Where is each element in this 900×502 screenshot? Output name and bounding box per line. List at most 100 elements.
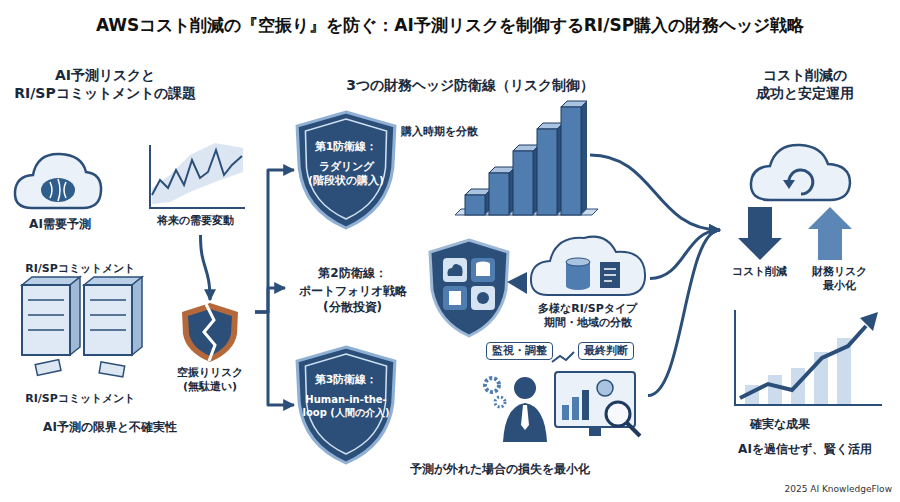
node-text: RI/SPコミットメント <box>10 262 150 276</box>
database-icon <box>566 282 590 290</box>
shield-node: 第3防衛線： Human-in-the-loop (人間の介入) <box>294 345 398 465</box>
database-icon <box>566 258 590 266</box>
monitor-bar <box>562 405 569 420</box>
diagram-node: 将来の需要変動 <box>140 140 250 235</box>
magnifier <box>606 402 630 426</box>
node-text: 確実な成果 <box>725 417 835 433</box>
chart-band <box>152 143 243 204</box>
node-text: 第1防衛線： <box>294 140 398 154</box>
stair-bar <box>561 107 581 215</box>
broken-shield <box>182 303 238 362</box>
growth-line <box>740 326 866 398</box>
diagram-node: AI需要予測 <box>10 145 110 240</box>
node-text: 多様なRI/SPタイプ 期間・地域の分散 <box>525 302 650 331</box>
server-side <box>132 277 142 355</box>
annotation-label: 予測が外れた場合の損失を最小化 <box>370 462 630 478</box>
stair-side <box>581 101 587 215</box>
node-text: 第3防衛線： <box>294 373 398 387</box>
flow-connector <box>201 235 211 300</box>
stair-bar <box>537 129 557 215</box>
stair-bar <box>513 151 533 215</box>
diagram-node: 監視・調整 最終判断 <box>478 338 648 453</box>
brain-fold <box>50 179 66 201</box>
annotation-label: AI予測の限界と不確実性 <box>5 420 215 436</box>
node-text: 将来の需要変動 <box>140 214 250 228</box>
trend-icon <box>552 352 574 362</box>
shield-outline <box>297 112 395 228</box>
cloud-icon <box>15 154 101 208</box>
growth-arrowhead <box>860 312 878 331</box>
cloud-icon <box>751 145 850 200</box>
diagram-node: 確実な成果 <box>725 305 885 435</box>
broken-shield-inner <box>188 309 232 356</box>
shield-quadrant <box>443 258 467 282</box>
diagram-node: コスト削減財務リスク 最小化 <box>720 135 880 300</box>
shield-pointer <box>507 272 527 294</box>
node-subtext: 最終判断 <box>578 342 634 360</box>
stair-bar <box>489 173 509 215</box>
flow-connector <box>648 230 720 396</box>
diagram-node: RI/SPコミットメント RI/SPコミットメント <box>10 260 150 410</box>
node-text: コスト削減 <box>720 265 798 279</box>
gear-icon <box>495 397 505 407</box>
magnifier-handle <box>627 423 640 436</box>
node-text: AI需要予測 <box>10 217 110 233</box>
brain-icon <box>41 178 75 202</box>
annotation-label: コスト削減の 成功と安定運用 <box>720 66 890 102</box>
database-glyph <box>476 264 490 276</box>
node-text: 監視・調整 <box>486 342 553 360</box>
portfolio-shield <box>430 240 508 336</box>
money-note <box>99 362 125 377</box>
server-slots <box>90 300 126 330</box>
chart-axis <box>150 145 245 208</box>
document-lines <box>604 269 616 281</box>
person-tie <box>521 405 529 430</box>
document-icon <box>600 262 620 288</box>
annotation-label: 2025 AI KnowledgeFlow <box>740 484 892 496</box>
cloud-glyph <box>448 264 463 276</box>
refresh-arrow <box>783 180 795 189</box>
flow-connector <box>255 170 294 312</box>
diagram-node: 空振りリスク (無駄遣い) <box>165 300 255 405</box>
gear-icon <box>485 378 499 392</box>
demand-line <box>152 150 242 195</box>
diagram-node: 多様なRI/SPタイプ 期間・地域の分散 <box>525 222 650 335</box>
flow-connector <box>255 312 294 405</box>
monitor <box>555 372 635 427</box>
node-text: 購入時期を分散 <box>401 125 501 139</box>
node-subtext: ラダリング (階段状の購入) <box>300 160 392 189</box>
flow-connector <box>590 155 720 230</box>
monitor-bar <box>572 397 579 420</box>
shield-crack <box>204 304 215 361</box>
node-subtext: RI/SPコミットメント <box>10 392 150 406</box>
stair-bar <box>465 195 485 215</box>
shield-quadrant <box>443 286 467 310</box>
flow-connector <box>255 288 285 312</box>
annotation-label: 3つの財務ヘッジ防衛線（リスク制御） <box>280 76 660 94</box>
person-glyph <box>477 292 489 304</box>
diagram-node: 購入時期を分散 <box>395 85 590 225</box>
diagram-title: AWSコスト削減の『空振り』を防ぐ：AI予測リスクを制御するRI/SP購入の財務… <box>0 14 900 37</box>
person-body <box>503 403 547 442</box>
server-side <box>70 277 80 355</box>
annotation-label: AI予測リスクと RI/SPコミットメントの課題 <box>10 66 200 102</box>
up-arrow <box>808 207 852 260</box>
shield-quadrant <box>471 286 495 310</box>
node-text: 第2防衛線： <box>285 266 420 282</box>
monitor-pie <box>597 380 613 396</box>
person-head <box>514 377 536 399</box>
shield-quadrant <box>471 258 495 282</box>
chart-bar <box>768 375 782 405</box>
node-subtext: 財務リスク 最小化 <box>800 265 878 294</box>
node-subtext: ポートフォリオ戦略 (分散投資) <box>285 284 420 315</box>
server-front <box>22 285 70 355</box>
chart-axis <box>735 310 882 405</box>
down-arrow <box>738 207 782 260</box>
node-subtext: Human-in-the-loop (人間の介入) <box>298 393 394 419</box>
node-text: 空振りリスク (無駄遣い) <box>165 366 255 395</box>
shield-outline <box>297 347 395 463</box>
money-note <box>35 360 61 376</box>
shield-node: 第1防衛線： ラダリング (階段状の購入) <box>294 110 398 230</box>
monitor-stand <box>589 427 601 436</box>
